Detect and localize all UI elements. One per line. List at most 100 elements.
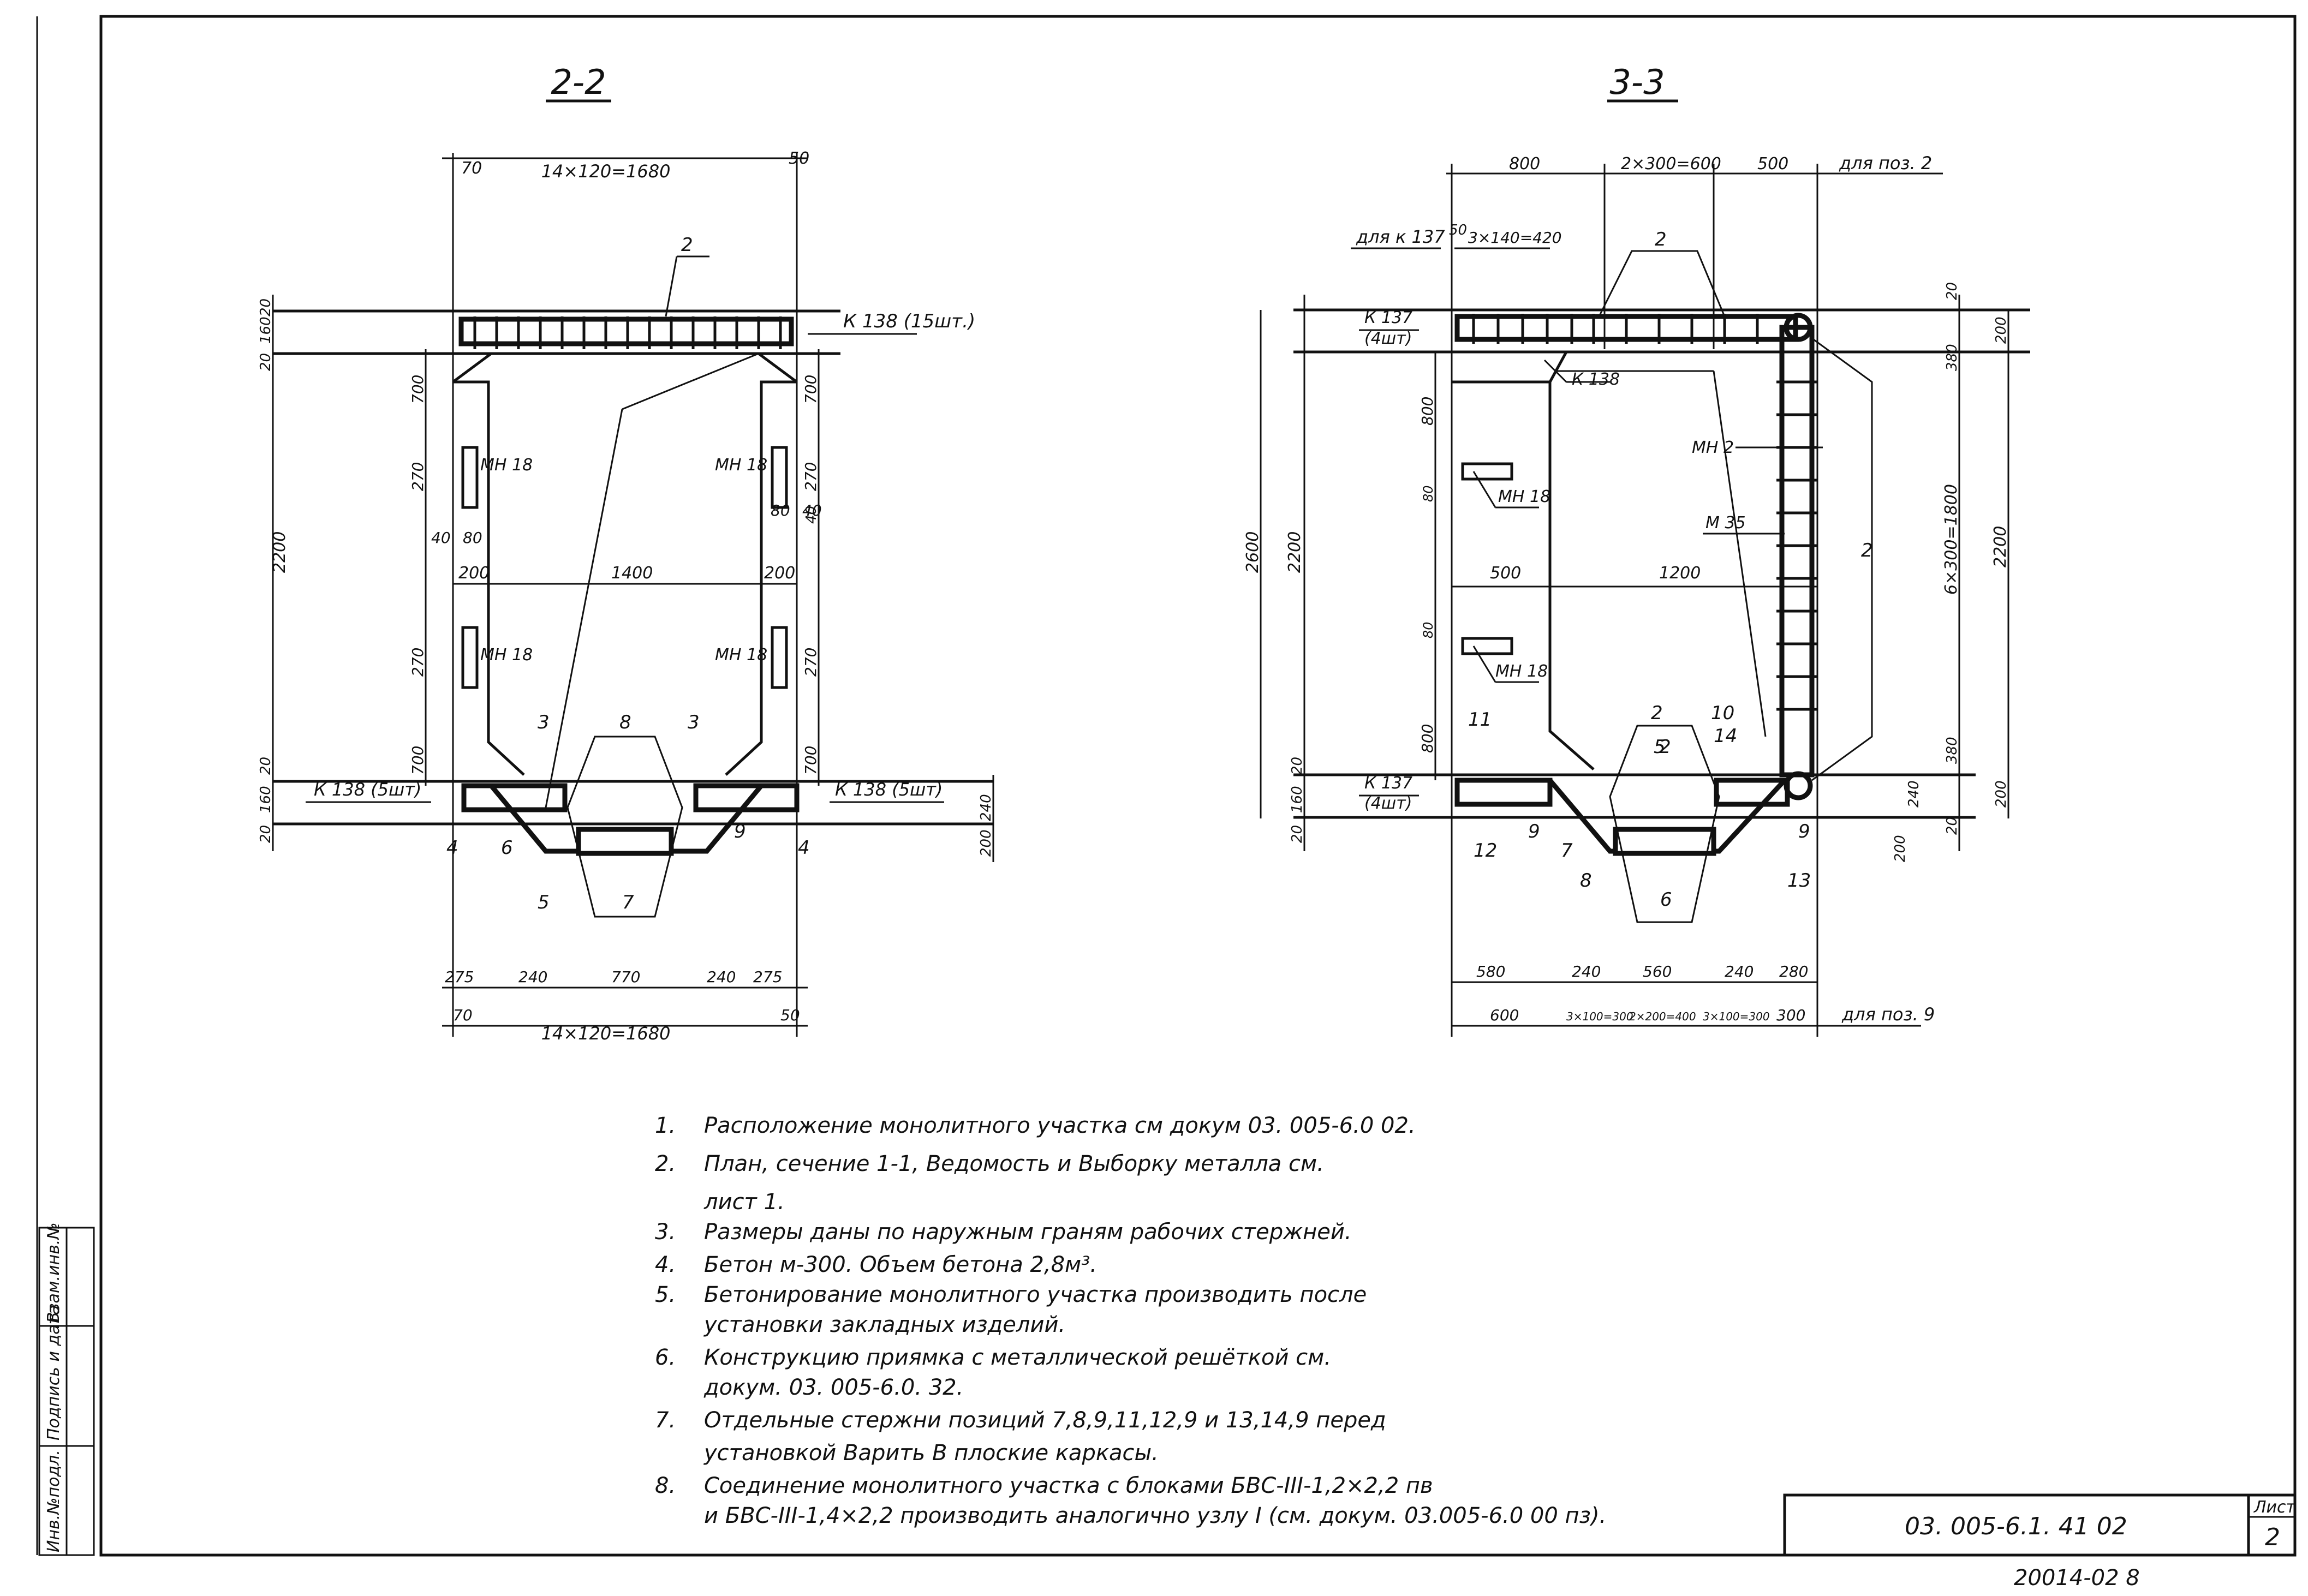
- s22-row-dim-1: 275: [445, 968, 474, 986]
- s33-rv-20a: 20: [1944, 282, 1960, 300]
- s33-pos-6: 6: [1660, 889, 1672, 911]
- s22-plate-right-top: [771, 446, 788, 509]
- s33-small-top-2: 3×140=420: [1468, 229, 1562, 247]
- note-item: 1.Расположение монолитного участка см до…: [655, 1113, 1416, 1138]
- note-item: и БВС-III-1,4×2,2 производить аналогично…: [704, 1503, 1607, 1528]
- s33-pos-11: 11: [1468, 709, 1492, 731]
- s33-lv-20b: 20: [1289, 825, 1305, 843]
- s33-b1-dim-1: 580: [1476, 963, 1505, 981]
- title-block: 03. 005-6.1. 41 02 Лист 2 20014-02 8: [1783, 1493, 2297, 1591]
- side-stamp: Инв.№подл. Подпись и дата Взам.инв.№: [38, 1222, 95, 1556]
- s33-b2-dim-1: 600: [1490, 1006, 1519, 1024]
- s33-k137-top-qty: (4шт): [1364, 329, 1412, 348]
- s33-rv-380b: 380: [1944, 737, 1960, 764]
- s33-pos-2b: 2: [1651, 702, 1663, 724]
- note-item: 4.Бетон м-300. Объем бетона 2,8м³.: [655, 1252, 1097, 1277]
- s33-mid-dim-2: 1200: [1659, 564, 1701, 583]
- note-item: 6.Конструкцию приямка с металлической ре…: [655, 1345, 1332, 1370]
- s22-row-dim-2: 240: [518, 968, 547, 986]
- note-item: докум. 03. 005-6.0. 32.: [704, 1375, 964, 1400]
- s33-pos-13: 13: [1787, 870, 1811, 892]
- s22-plate-left-bottom: [461, 626, 479, 689]
- s22-k138-top-label: К 138 (15шт.): [843, 310, 975, 332]
- s33-pit-mesh: [1613, 827, 1716, 856]
- s22-pos-2: 2: [681, 234, 693, 256]
- s33-rv-200a: 200: [1993, 316, 2009, 344]
- s22-pos-7: 7: [622, 892, 634, 913]
- s33-mid-dim-1: 500: [1490, 564, 1521, 583]
- s33-lv-2200: 2200: [1285, 531, 1304, 573]
- s22-k138-right-label: К 138 (5шт): [835, 779, 943, 800]
- s33-pos-12: 12: [1474, 840, 1497, 862]
- archive-number: 20014-02 8: [2014, 1565, 2140, 1591]
- s22-lv-2200: 2200: [270, 531, 289, 573]
- s33-plate-bottom: [1461, 637, 1513, 655]
- s22-bottom-dim-right: 50: [780, 1006, 800, 1024]
- s33-pos-14: 14: [1714, 725, 1737, 747]
- s33-pos-10: 10: [1711, 702, 1734, 724]
- sheet-number: 2: [2265, 1523, 2280, 1551]
- s22-small-dim-1: 40: [431, 529, 451, 547]
- s22-pit-outline: [566, 736, 683, 918]
- s22-small-dim-2: 80: [463, 529, 482, 547]
- s33-pos-2c: 2: [1659, 736, 1671, 758]
- s33-bottom-note: для поз. 9: [1841, 1004, 1935, 1025]
- s33-lv-800a: 800: [1418, 397, 1436, 426]
- s22-plate-right-bottom: [771, 626, 788, 689]
- note-item: лист 1.: [704, 1189, 785, 1215]
- s33-lv-80a: 80: [1421, 485, 1436, 502]
- note-item: 7.Отдельные стержни позиций 7,8,9,11,12,…: [655, 1408, 1386, 1433]
- s22-mn18-label-1: МН 18: [480, 456, 533, 475]
- s22-top-dim-middle: 14×120=1680: [541, 161, 671, 182]
- s22-pos-8: 8: [619, 712, 631, 733]
- s22-rv-200: 200: [978, 829, 994, 857]
- s33-k137-bottom-label: К 137: [1364, 774, 1412, 793]
- s22-lv-160a: 160: [258, 316, 274, 344]
- s33-b1-dim-4: 240: [1725, 963, 1754, 981]
- s33-top-dim-2: 2×300=600: [1621, 154, 1721, 174]
- s22-bottom-dim-middle: 14×120=1680: [541, 1023, 671, 1044]
- s33-k138-label: К 138: [1572, 370, 1620, 389]
- s22-lv-270b: 270: [409, 648, 427, 677]
- stamp-inv-label: Инв.№подл.: [44, 1450, 63, 1552]
- s22-mid-dim-1: 200: [458, 564, 490, 583]
- note-item: 5.Бетонирование монолитного участка прои…: [655, 1282, 1367, 1307]
- s33-top-dim-1: 800: [1509, 154, 1540, 174]
- s33-right-wall-mesh: [1779, 325, 1815, 778]
- s22-pos-5: 5: [538, 892, 550, 913]
- s22-mn18-label-4: МН 18: [715, 645, 767, 665]
- s33-rv-380a: 380: [1944, 344, 1960, 371]
- s22-pos-4a: 4: [446, 837, 458, 859]
- s22-lv-20b: 20: [258, 353, 274, 371]
- s33-pos-2a: 2: [1655, 229, 1667, 250]
- s22-rv-40: 40: [803, 506, 820, 524]
- s22-row-dim-3: 770: [611, 968, 640, 986]
- s33-rv-200b: 200: [1993, 780, 2009, 808]
- s22-row-dim-5: 275: [753, 968, 782, 986]
- s33-k137-bottom-qty: (4шт): [1364, 794, 1412, 813]
- s33-b2-dim-2: 3×100=300: [1566, 1010, 1633, 1023]
- s22-rv-240: 240: [978, 794, 994, 821]
- note-item: установкой Варить В плоские каркасы.: [704, 1440, 1159, 1466]
- s33-b1-dim-2: 240: [1572, 963, 1601, 981]
- s33-mn18-label-2: МН 18: [1495, 662, 1548, 681]
- s33-lv-80b: 80: [1421, 621, 1436, 638]
- s22-rv-700b: 700: [802, 746, 820, 775]
- section-2-2: 2-2 70 14×120=1680 50 К 138 (15шт.) 2: [258, 62, 994, 1044]
- s33-rv-20b: 20: [1944, 817, 1960, 835]
- s33-lv-20a: 20: [1289, 757, 1305, 775]
- s33-pos-8: 8: [1580, 870, 1592, 892]
- s33-mn18-label-1: МН 18: [1498, 487, 1550, 506]
- s22-pit-mesh: [576, 827, 674, 856]
- s33-top-note: для поз. 2: [1839, 153, 1932, 174]
- s33-right-wall-stirrups: [1776, 380, 1817, 711]
- section-3-3-title: 3-3: [1609, 62, 1665, 102]
- s22-pos-3a: 3: [538, 712, 550, 733]
- s22-lv-270a: 270: [409, 462, 427, 491]
- s33-b2-dim-5: 300: [1776, 1006, 1805, 1024]
- sheet-frame: [99, 15, 2297, 1557]
- s22-pos-4b: 4: [798, 837, 810, 859]
- note-item: установки закладных изделий.: [704, 1312, 1066, 1337]
- s33-rv-1800: 6×300=1800: [1942, 484, 1961, 595]
